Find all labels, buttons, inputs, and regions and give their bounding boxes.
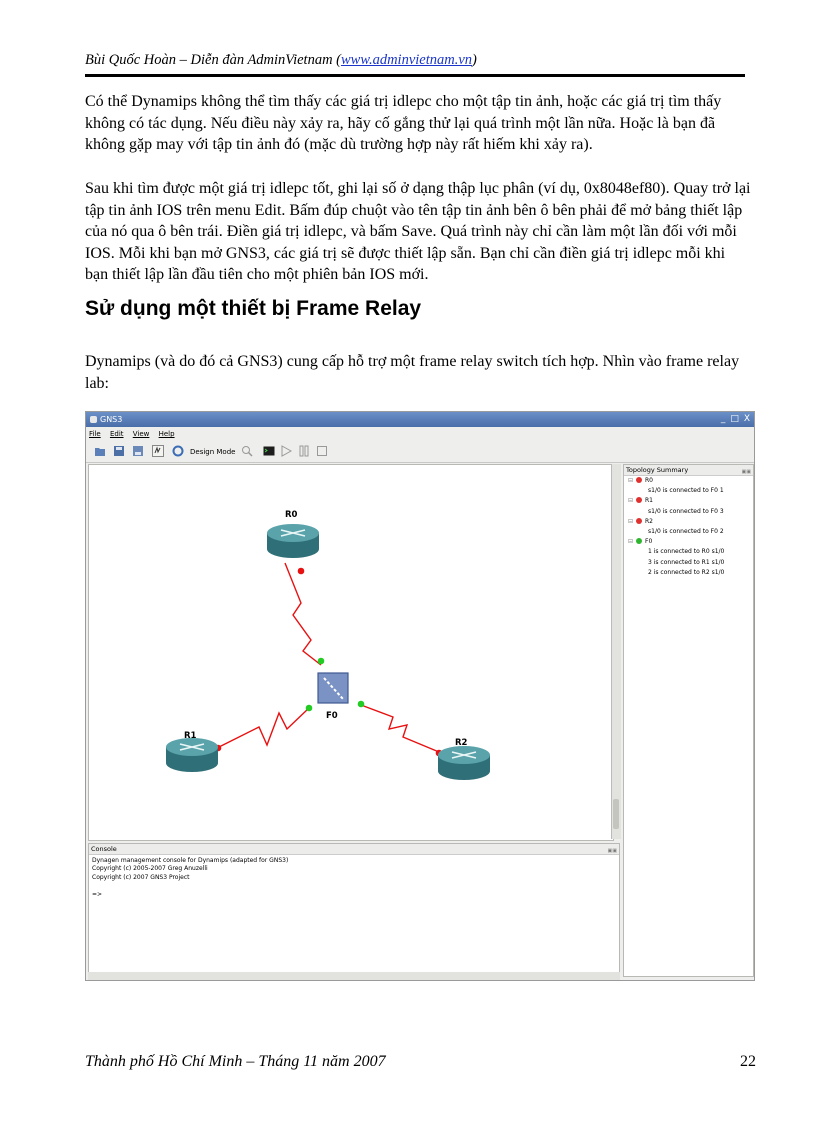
- topology-link-item[interactable]: 2 is connected to R2 s1/0: [648, 568, 725, 576]
- topology-canvas[interactable]: R0 R1 R2 F0: [88, 464, 614, 841]
- terminal-icon[interactable]: [263, 445, 275, 457]
- maximize-icon[interactable]: □: [730, 414, 739, 424]
- window-titlebar: GNS3 _ □ X: [86, 412, 754, 427]
- topology-node-r2[interactable]: ⊟ R2: [624, 517, 753, 527]
- link-r0-f0[interactable]: [284, 562, 322, 666]
- router-r1[interactable]: [166, 738, 218, 772]
- console-line: [92, 882, 616, 890]
- magnify-icon[interactable]: [241, 445, 253, 457]
- page-number: 22: [740, 1053, 756, 1070]
- link-status-dot: [357, 700, 365, 708]
- paragraph-frame-relay-intro: Dynamips (và do đó cả GNS3) cung cấp hỗ …: [85, 353, 740, 392]
- console-line: Copyright (c) 2005-2007 Greg Anuzelli: [92, 865, 208, 873]
- app-icon: [90, 416, 97, 423]
- design-mode-icon[interactable]: [172, 445, 184, 457]
- menu-view[interactable]: View: [132, 430, 150, 438]
- scrollbar-thumb[interactable]: [613, 799, 619, 829]
- close-icon[interactable]: X: [743, 414, 750, 424]
- panel-dock-icons[interactable]: ▣▣: [607, 848, 617, 854]
- topology-link-item[interactable]: s1/0 is connected to F0 1: [648, 487, 724, 495]
- device-label-r0: R0: [285, 510, 298, 520]
- hostname-toggle-icon[interactable]: [152, 445, 164, 457]
- gns3-screenshot: GNS3 _ □ X File Edit View Help Design Mo…: [85, 411, 755, 981]
- topology-node-label: R0: [645, 477, 653, 484]
- topology-node-label: R1: [645, 497, 653, 505]
- start-icon[interactable]: [280, 445, 292, 457]
- topology-node-r0[interactable]: ⊟ R0: [624, 476, 753, 486]
- toolbar: Design Mode: [86, 442, 754, 463]
- panel-dock-icons[interactable]: ▣▣: [741, 469, 751, 475]
- link-status-dot: [305, 704, 313, 712]
- device-label-r1: R1: [184, 731, 197, 741]
- section-title: Sử dụng một thiết bị Frame Relay: [85, 297, 422, 320]
- header-link[interactable]: www.adminvietnam.vn: [341, 52, 473, 68]
- topology-node-label: R2: [645, 517, 653, 525]
- status-dot-icon: [636, 538, 642, 545]
- topology-summary-title: Topology Summary: [626, 466, 689, 474]
- window-title: GNS3: [100, 415, 123, 424]
- topology-link-item[interactable]: s1/0 is connected to F0 3: [648, 507, 724, 515]
- minimize-icon[interactable]: _: [720, 414, 726, 424]
- menu-help[interactable]: Help: [158, 430, 175, 438]
- menu-edit[interactable]: Edit: [109, 430, 124, 438]
- router-r0[interactable]: [267, 524, 319, 558]
- console-horizontal-scrollbar[interactable]: [88, 972, 620, 980]
- device-label-r2: R2: [455, 738, 468, 748]
- collapse-icon[interactable]: ⊟: [628, 517, 634, 525]
- console-line: Dynagen management console for Dynamips …: [92, 857, 289, 864]
- console-title: Console: [91, 845, 117, 853]
- device-label-f0: F0: [326, 711, 338, 721]
- console-output[interactable]: Dynagen management console for Dynamips …: [89, 855, 619, 901]
- design-mode-label[interactable]: Design Mode: [190, 448, 236, 456]
- collapse-icon[interactable]: ⊟: [628, 477, 634, 484]
- paragraph-idlepc-save: Sau khi tìm được một giá trị idlepc tốt,…: [85, 180, 751, 283]
- router-r2[interactable]: [438, 746, 490, 780]
- topology-node-f0[interactable]: ⊟ F0: [624, 537, 753, 547]
- topology-node-label: F0: [645, 538, 653, 546]
- header-paren: ): [472, 52, 477, 68]
- console-line: Copyright (c) 2007 GNS3 Project: [92, 873, 190, 881]
- topology-link-item[interactable]: 1 is connected to R0 s1/0: [648, 548, 725, 556]
- status-dot-icon: [636, 517, 642, 524]
- console-panel[interactable]: Console ▣▣ Dynagen management console for…: [88, 843, 620, 973]
- topology-tree: ⊟ R0 s1/0 is connected to F0 1 ⊟ R1 s1/0 is c…: [624, 476, 753, 578]
- menu-bar: File Edit View Help: [86, 427, 754, 441]
- open-icon[interactable]: [94, 445, 106, 457]
- console-header: Console ▣▣: [89, 844, 619, 855]
- collapse-icon[interactable]: ⊟: [628, 538, 634, 546]
- canvas-vertical-scrollbar[interactable]: [611, 464, 621, 839]
- collapse-icon[interactable]: ⊟: [628, 497, 634, 505]
- topology-node-r1[interactable]: ⊟ R1: [624, 496, 753, 506]
- console-line: =>: [92, 890, 103, 898]
- status-dot-icon: [636, 497, 642, 504]
- pause-icon[interactable]: [298, 445, 310, 457]
- topology-link-item[interactable]: s1/0 is connected to F0 2: [648, 528, 724, 536]
- topology-summary-header: Topology Summary ▣▣: [624, 465, 753, 476]
- topology-link-item[interactable]: 3 is connected to R1 s1/0: [648, 558, 725, 566]
- link-status-dot: [317, 657, 325, 665]
- link-r1-f0[interactable]: [218, 707, 310, 748]
- frame-relay-switch-f0[interactable]: [317, 672, 349, 704]
- page-header: Bùi Quốc Hoàn – Diễn đàn AdminVietnam (w…: [85, 52, 477, 69]
- link-status-dot: [297, 567, 305, 575]
- link-f0-r2[interactable]: [360, 704, 440, 753]
- header-rule: [85, 74, 745, 77]
- header-author: Bùi Quốc Hoàn – Diễn đàn AdminVietnam (: [85, 52, 341, 68]
- menu-file[interactable]: File: [89, 430, 101, 438]
- status-dot-icon: [636, 477, 642, 483]
- stop-icon[interactable]: [316, 445, 328, 457]
- page-footer: Thành phố Hồ Chí Minh – Tháng 11 năm 200…: [85, 1053, 386, 1070]
- topology-summary-panel: Topology Summary ▣▣ ⊟ R0 s1/0 is connected …: [623, 464, 754, 977]
- save-as-icon[interactable]: [132, 445, 144, 457]
- save-icon[interactable]: [113, 445, 125, 457]
- paragraph-idlepc-failure: Có thể Dynamips không thể tìm thấy các g…: [85, 93, 722, 153]
